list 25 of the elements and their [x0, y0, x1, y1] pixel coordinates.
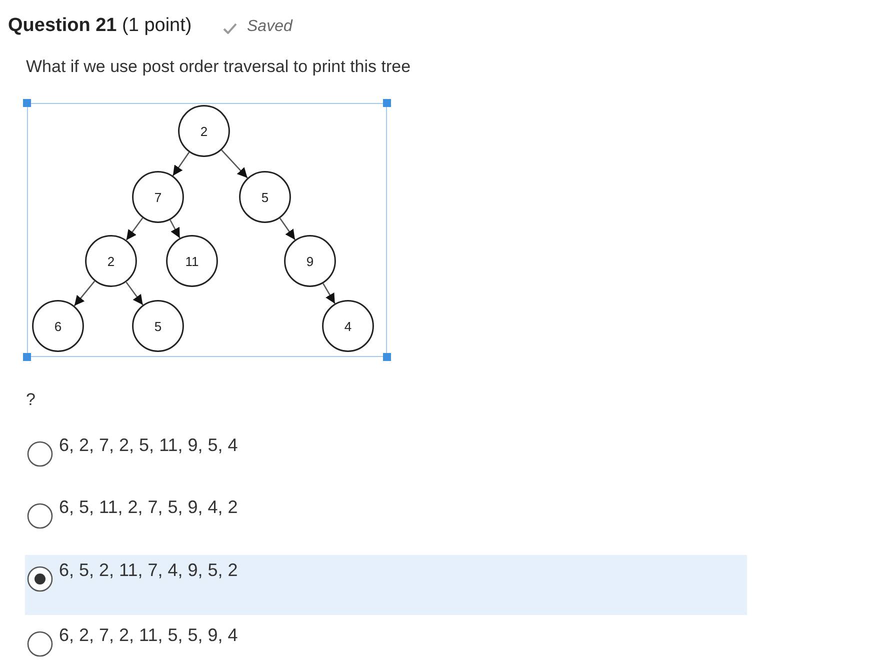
question-text: What if we use post order traversal to print this tree — [26, 57, 411, 77]
tree-node: 11 — [166, 235, 218, 287]
answer-option-text: 6, 5, 11, 2, 7, 5, 9, 4, 2 — [59, 497, 238, 518]
answer-option-text: 6, 5, 2, 11, 7, 4, 9, 5, 2 — [59, 560, 238, 581]
tree-node: 4 — [322, 300, 374, 352]
tree-node: 9 — [284, 235, 336, 287]
answer-option-text: 6, 2, 7, 2, 5, 11, 9, 5, 4 — [59, 435, 238, 456]
tree-node: 5 — [239, 171, 291, 223]
arrow — [322, 283, 336, 304]
arrow — [126, 218, 144, 240]
arrow — [221, 150, 248, 178]
question-title: Question 21 (1 point) — [8, 15, 192, 37]
tree-node: 2 — [85, 235, 137, 287]
question-mark-text: ? — [26, 390, 36, 410]
tree-node: 2 — [178, 105, 230, 157]
tree-node: 7 — [132, 171, 184, 223]
tree-node: 5 — [132, 300, 184, 352]
answer-option-text: 6, 2, 7, 2, 11, 5, 5, 9, 4 — [59, 625, 238, 646]
arrow — [74, 280, 96, 306]
arrow — [126, 282, 144, 306]
saved-status: Saved — [247, 18, 292, 36]
arrow — [170, 220, 180, 238]
arrow — [279, 218, 296, 240]
tree-node: 6 — [32, 300, 84, 352]
arrow — [172, 152, 190, 176]
